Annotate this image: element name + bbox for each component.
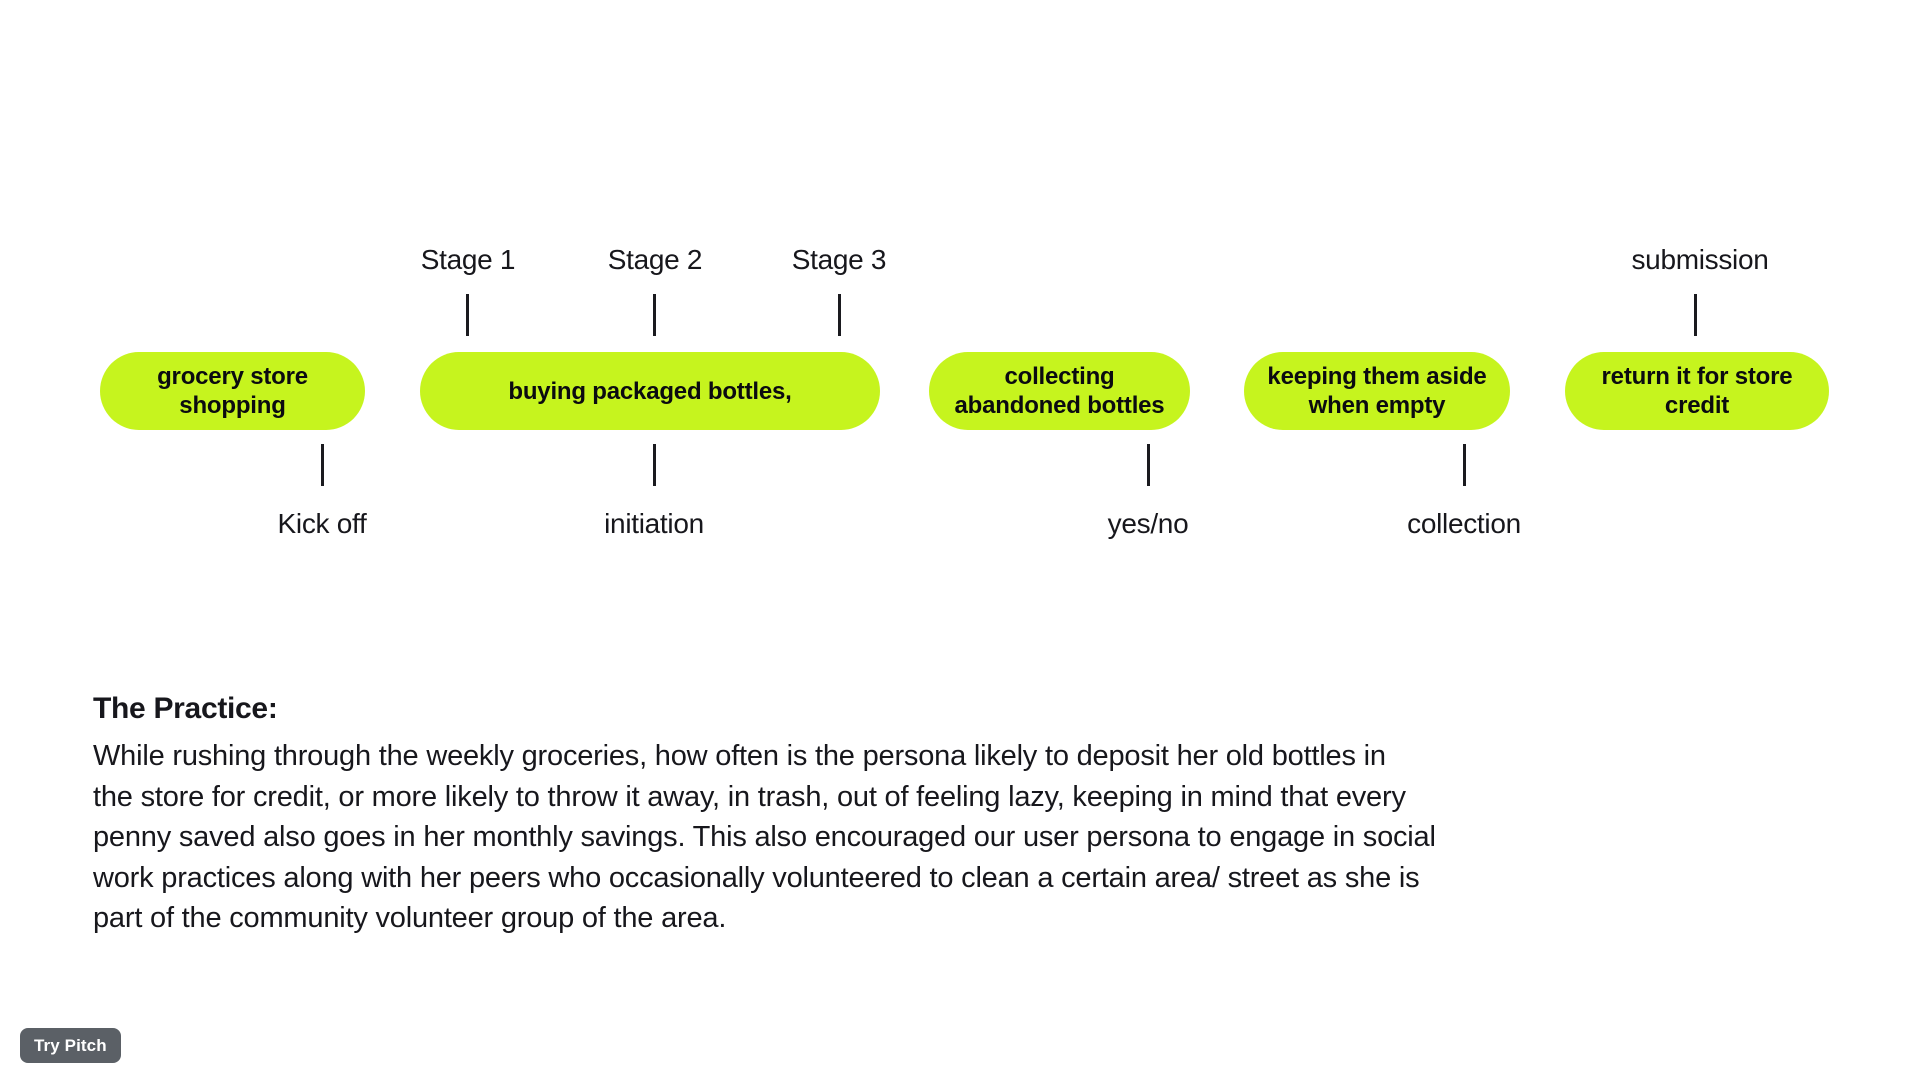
- pill-keeping-them-aside: keeping them aside when empty: [1244, 352, 1510, 430]
- yes-no-label: yes/no: [1107, 508, 1189, 539]
- stage-1-label: Stage 1: [420, 244, 516, 275]
- stage-2-label: Stage 2: [607, 244, 703, 275]
- initiation-tick: [653, 444, 656, 486]
- stage-3-label: Stage 3: [791, 244, 887, 275]
- kick-off-tick: [321, 444, 324, 486]
- submission-label: submission: [1631, 244, 1769, 275]
- practice-text-line: the store for credit, or more likely to …: [93, 780, 1406, 813]
- practice-text-line: work practices along with her peers who …: [93, 861, 1420, 894]
- try-pitch-button[interactable]: Try Pitch: [20, 1028, 121, 1063]
- practice-text-line: penny saved also goes in her monthly sav…: [93, 821, 1436, 853]
- pill-return-for-store-credit: return it for store credit: [1565, 352, 1829, 430]
- yes-no-tick: [1147, 444, 1150, 486]
- pill-buying-packaged-bottles: buying packaged bottles,: [420, 352, 880, 430]
- collection-tick: [1463, 444, 1466, 486]
- initiation-label: initiation: [604, 508, 704, 539]
- pill-collecting-abandoned-bottles: collecting abandoned bottles: [929, 352, 1190, 430]
- stage-3-tick: [838, 294, 841, 336]
- practice-heading: The Practice:: [93, 692, 278, 725]
- practice-text-line: part of the community volunteer group of…: [93, 902, 727, 934]
- submission-tick: [1694, 294, 1697, 336]
- collection-label: collection: [1407, 508, 1521, 539]
- stage-1-tick: [466, 294, 469, 336]
- pill-grocery-store-shopping: grocery store shopping: [100, 352, 365, 430]
- practice-section: The Practice: While rushing through the …: [93, 692, 1436, 939]
- kick-off-label: Kick off: [277, 508, 367, 539]
- stage-2-tick: [653, 294, 656, 336]
- practice-text-line: While rushing through the weekly groceri…: [93, 740, 1386, 772]
